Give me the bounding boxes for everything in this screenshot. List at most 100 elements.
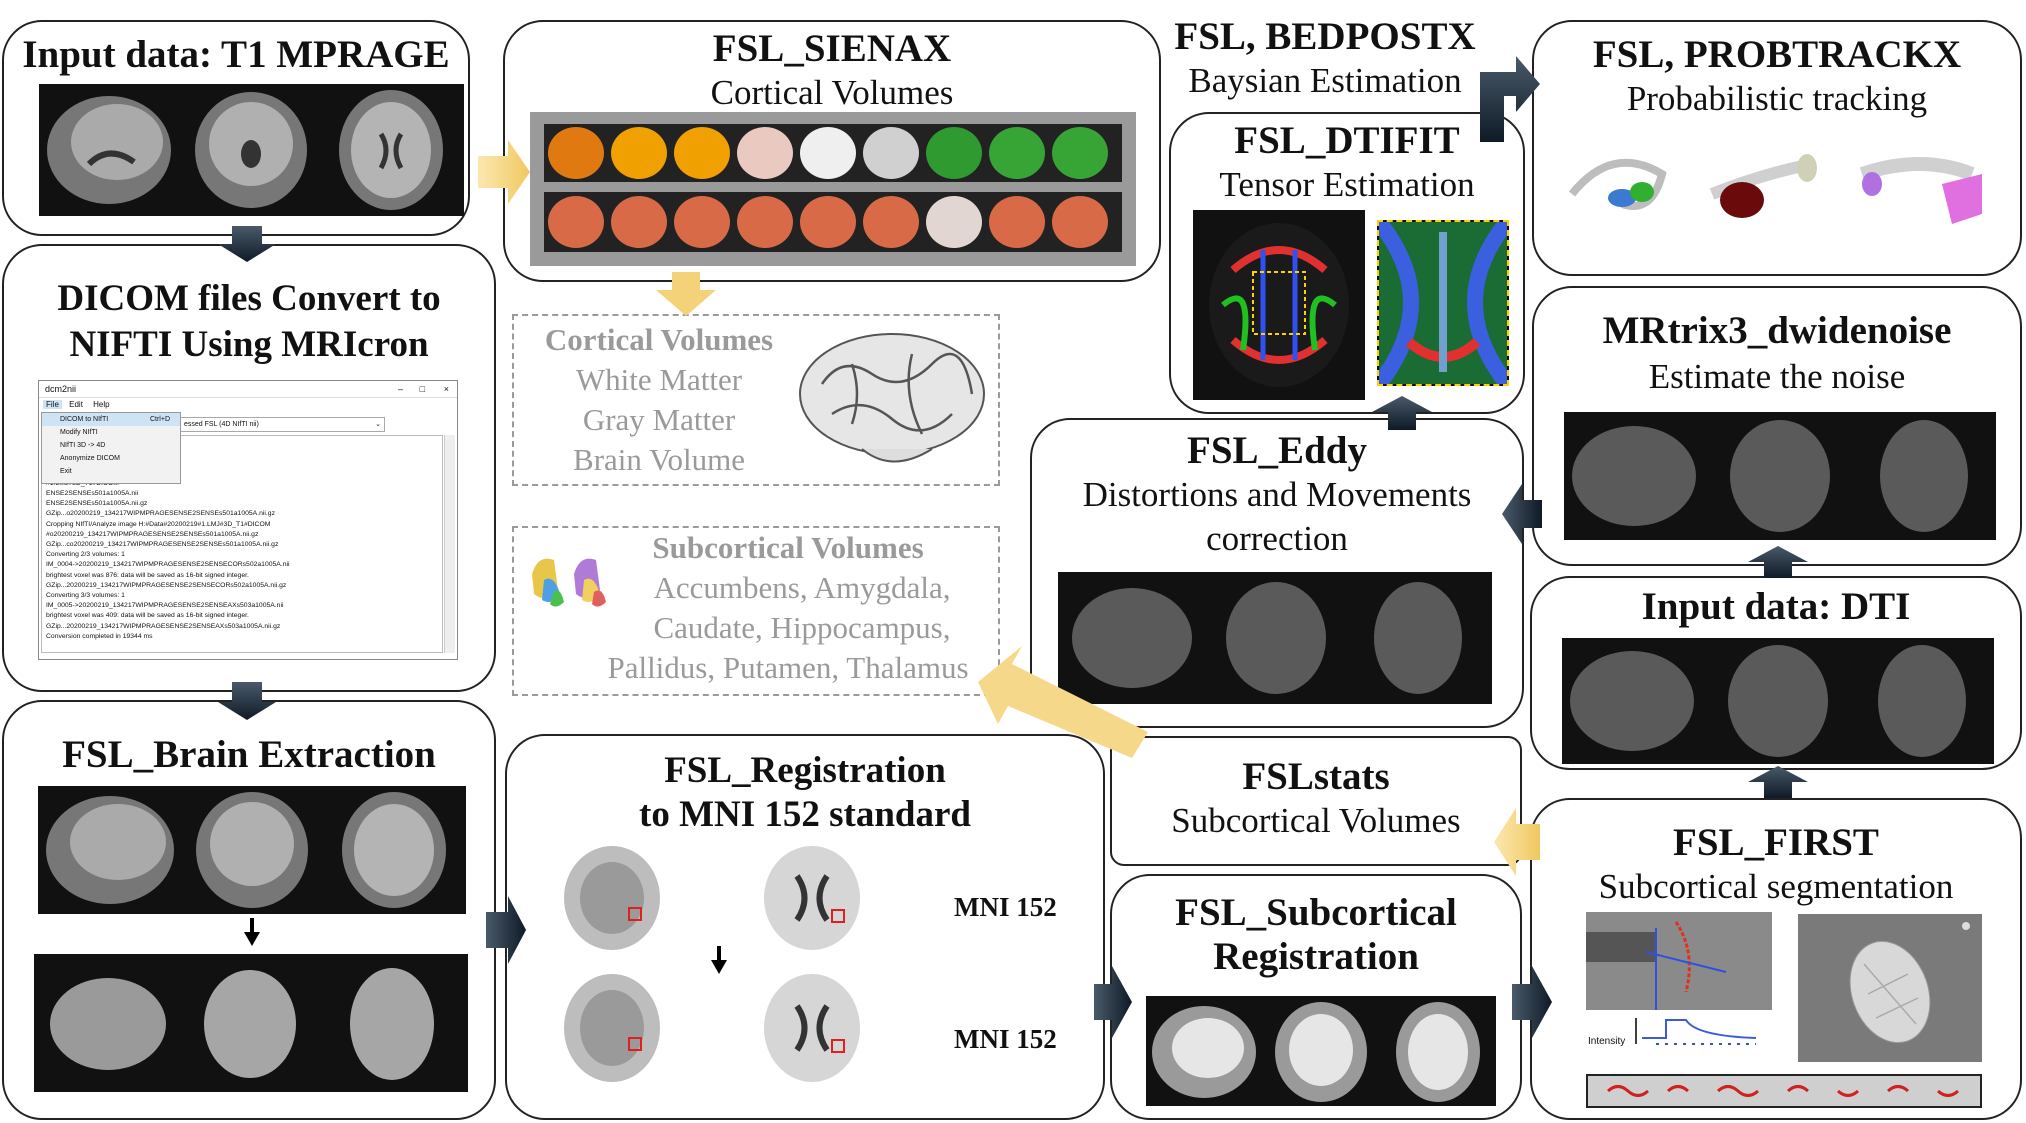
subreg-title-line2: Registration	[1213, 935, 1419, 978]
log-line: IM_0004->20200219_134217WIPMPRAGESENSE2S…	[46, 561, 290, 569]
eddy-subtitle-line1: Distortions and Movements	[1082, 475, 1472, 514]
window-title: dcm2nii	[45, 384, 77, 394]
subcortical-registration-box: FSL_Subcortical Registration	[1110, 874, 1522, 1120]
dicom-title-line1: DICOM files Convert to	[57, 278, 441, 319]
menu-item-dicom-to-nifti[interactable]: DICOM to NIfTI Ctrl+D	[42, 413, 180, 426]
fa-zoom-image	[1377, 220, 1509, 386]
eddy-subtitle-line2: correction	[1206, 519, 1348, 558]
subreg-images	[1146, 996, 1496, 1106]
dti-input-images	[1562, 638, 1994, 764]
menu-item-modify-nifti[interactable]: Modify NIfTI	[60, 429, 98, 436]
first-mri-slice	[1586, 912, 1772, 1010]
sienax-top-row	[548, 127, 1108, 179]
dtifit-title: FSL_DTIFIT	[1234, 119, 1460, 162]
eddy-box: FSL_Eddy Distortions and Movements corre…	[1030, 418, 1524, 728]
dcm2nii-window: dcm2nii – □ × File Edit Help essed FSL (…	[38, 380, 458, 660]
dwidenoise-subtitle: Estimate the noise	[1648, 357, 1906, 396]
brain-volume-label: Brain Volume	[573, 442, 745, 477]
menu-help[interactable]: Help	[93, 400, 110, 409]
bet-output-images	[34, 954, 468, 1092]
log-line: GZip...o20200219_134217WIPMPRAGESENSE2SE…	[46, 510, 275, 518]
eddy-title: FSL_Eddy	[1187, 429, 1367, 472]
dicom-title-line2: NIFTI Using MRIcron	[69, 324, 429, 365]
subject-brain-bottom	[564, 974, 660, 1082]
cortical-volumes-heading: Cortical Volumes	[544, 322, 774, 357]
t1-input-box: Input data: T1 MPRAGE	[2, 20, 470, 236]
eddy-images	[1058, 572, 1492, 704]
t1-input-title: Input data: T1 MPRAGE	[22, 33, 450, 76]
dti-input-box: Input data: DTI	[1530, 576, 2022, 770]
bet-title: FSL_Brain Extraction	[62, 733, 436, 776]
down-arrow-icon	[244, 918, 260, 946]
menu-item-anonymize[interactable]: Anonymize DICOM	[60, 455, 120, 462]
intensity-profile-plot	[1635, 1018, 1757, 1045]
sagittal-slice	[47, 96, 171, 204]
log-line: GZip...co20200219_134217WIPMPRAGESENSE2S…	[46, 541, 279, 549]
mni-brain-top	[764, 846, 860, 950]
log-line: ENSE2SENSEs501a1005A.nii	[46, 490, 139, 498]
cortical-volumes-box: Cortical Volumes White Matter Gray Matte…	[512, 314, 1000, 486]
log-line: brightest voxel was 876: data will be sa…	[46, 571, 249, 579]
fslstats-title: FSLstats	[1242, 755, 1390, 798]
sienax-title: FSL_SIENAX	[712, 27, 952, 70]
bedpostx-title: FSL, BEDPOSTX	[1174, 15, 1476, 58]
mni-brain-bottom	[764, 974, 860, 1082]
dti-input-title: Input data: DTI	[1641, 585, 1911, 628]
subcortical-line3: Pallidus, Putamen, Thalamus	[607, 650, 969, 685]
bet-input-images	[38, 786, 466, 914]
subcortical-volumes-box: Subcortical Volumes Accumbens, Amygdala,…	[512, 526, 1000, 696]
sienax-slice-grid	[530, 112, 1136, 266]
log-line: brightest voxel was 409: data will be sa…	[46, 612, 249, 620]
log-line: GZip...20200219_134217WIPMPRAGESENSE2SEN…	[46, 622, 281, 630]
window-titlebar: dcm2nii – □ ×	[39, 381, 457, 398]
subcortical-heading: Subcortical Volumes	[652, 530, 924, 565]
dwidenoise-images	[1564, 412, 1996, 540]
menu-item-exit[interactable]: Exit	[60, 468, 72, 475]
log-line: #o20200219_134217WIPMPRAGESENSE2SENSEs50…	[46, 530, 259, 538]
combo-value: essed FSL (4D NIfTI nii)	[184, 421, 259, 428]
log-line: ENSE2SENSEs501a1005A.nii.gz	[46, 500, 148, 508]
menu-item-nifti-3d-4d[interactable]: NIfTI 3D -> 4D	[60, 442, 106, 449]
dtifit-subtitle: Tensor Estimation	[1219, 165, 1475, 204]
axial-slice	[339, 90, 443, 210]
fslstats-box: FSLstats Subcortical Volumes	[1110, 736, 1522, 866]
subreg-title-line1: FSL_Subcortical	[1175, 891, 1457, 934]
log-line: Conversion completed in 19344 ms	[46, 632, 153, 640]
first-subtitle: Subcortical segmentation	[1598, 867, 1954, 906]
close-icon[interactable]: ×	[443, 384, 449, 394]
intensity-axis-label: Intensity	[1588, 1036, 1626, 1047]
gray-matter-label: Gray Matter	[582, 402, 736, 437]
dtifit-box: FSL_DTIFIT Tensor Estimation	[1169, 112, 1525, 414]
probtrackx-box: FSL, PROBTRACKX Probabilistic tracking	[1532, 20, 2022, 276]
chevron-down-icon: ⌄	[375, 421, 381, 428]
shortcut-label: Ctrl+D	[149, 416, 170, 423]
menu-file[interactable]: File	[43, 400, 62, 409]
first-segmentation-strip	[1586, 1074, 1982, 1108]
dwidenoise-title: MRtrix3_dwidenoise	[1602, 309, 1952, 352]
registration-images	[564, 846, 860, 1082]
scrollbar[interactable]	[444, 435, 455, 653]
brain-extraction-box: FSL_Brain Extraction	[2, 700, 496, 1120]
menubar: File Edit Help	[39, 398, 457, 412]
subcortical-line1: Accumbens, Amygdala,	[653, 570, 951, 605]
maximize-icon[interactable]: □	[419, 384, 425, 394]
dwidenoise-box: MRtrix3_dwidenoise Estimate the noise	[1532, 286, 2022, 566]
registration-box: FSL_Registration to MNI 152 standard	[505, 734, 1105, 1120]
subcortical-line2: Caudate, Hippocampus,	[653, 610, 951, 645]
coronal-slice	[195, 92, 307, 208]
sienax-subtitle: Cortical Volumes	[710, 73, 954, 112]
white-matter-label: White Matter	[575, 362, 743, 397]
combo-box[interactable]: essed FSL (4D NIfTI nii) ⌄	[179, 417, 385, 432]
log-line: Converting 2/3 volumes: 1	[46, 551, 125, 559]
log-line: Converting 3/3 volumes: 1	[46, 592, 125, 600]
minimize-icon[interactable]: –	[397, 384, 403, 394]
tractography-images	[1568, 154, 1982, 224]
brain-surface-icon	[799, 333, 985, 463]
mni-label-bottom: MNI 152	[954, 1024, 1057, 1054]
log-line: GZip...20200219_134217WIPMPRAGESENSE2SEN…	[46, 581, 287, 589]
first-mesh-render	[1798, 914, 1982, 1062]
menu-edit[interactable]: Edit	[69, 400, 83, 409]
bedpostx-subtitle: Baysian Estimation	[1188, 61, 1462, 100]
sienax-box: FSL_SIENAX Cortical Volumes	[503, 20, 1161, 282]
